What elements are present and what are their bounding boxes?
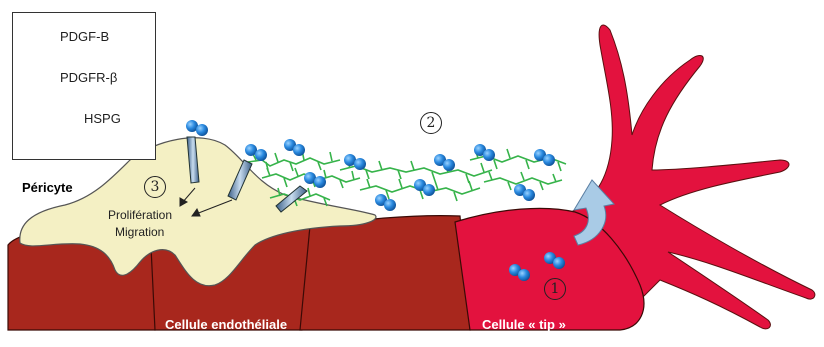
migration-label: Migration: [115, 226, 164, 238]
tip-cell-label: Cellule « tip »: [482, 318, 566, 331]
legend-hspg-label: HSPG: [84, 112, 121, 125]
proliferation-label: Prolifération: [108, 209, 172, 221]
pericyte-label: Péricyte: [22, 181, 73, 194]
legend-pdgf-b-label: PDGF-B: [60, 30, 109, 43]
step-1-marker: 1: [544, 278, 566, 300]
step-3-marker: 3: [144, 176, 166, 198]
legend-pdgfr-beta-label: PDGFR-β: [60, 71, 117, 84]
endothelial-cell-label: Cellule endothéliale: [165, 318, 287, 331]
endothelial-cell-3: [300, 216, 470, 330]
step-2-marker: 2: [420, 112, 442, 134]
